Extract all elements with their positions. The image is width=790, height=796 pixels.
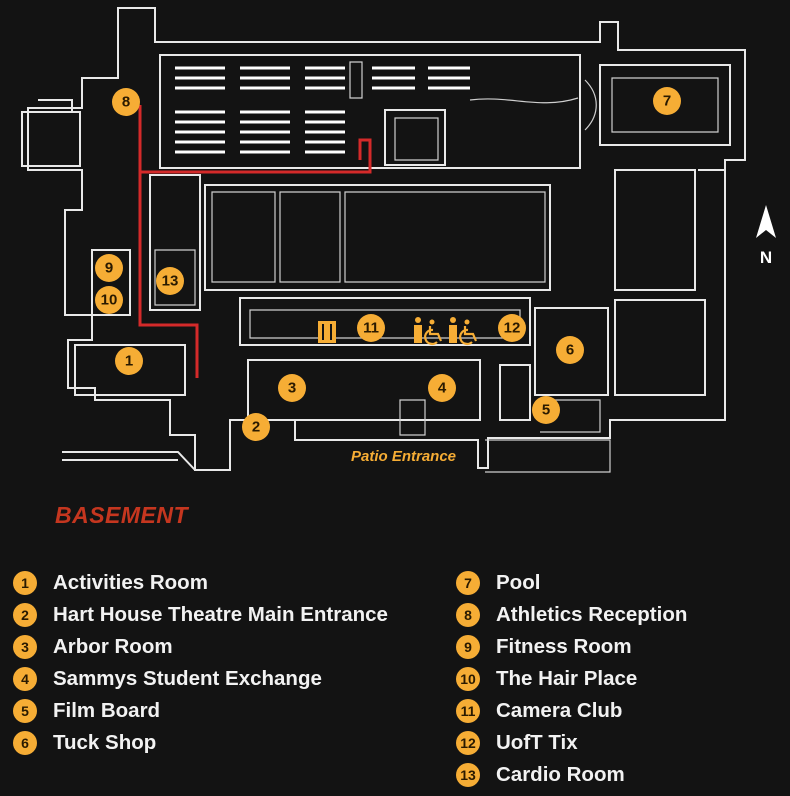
legend-number-badge: 1	[13, 571, 37, 595]
legend-label: Pool	[496, 571, 541, 594]
legend-item[interactable]: 12 UofT Tix	[456, 727, 687, 759]
map-marker-6[interactable]: 6	[556, 336, 584, 364]
legend-label: Tuck Shop	[53, 731, 157, 754]
map-marker-8[interactable]: 8	[112, 88, 140, 116]
svg-text:12: 12	[504, 320, 521, 337]
legend-item[interactable]: 10 The Hair Place	[456, 663, 687, 695]
legend-label: The Hair Place	[496, 667, 638, 690]
legend-number-badge: 4	[13, 667, 37, 691]
legend-number-badge: 13	[456, 763, 480, 787]
legend-label: Fitness Room	[496, 635, 632, 658]
svg-text:1: 1	[125, 353, 133, 370]
accessible-washroom-icon	[414, 317, 478, 345]
legend-label: Camera Club	[496, 699, 623, 722]
svg-text:10: 10	[101, 292, 118, 309]
legend-number-badge: 9	[456, 635, 480, 659]
legend-label: Film Board	[53, 699, 161, 722]
legend-label: Arbor Room	[53, 635, 173, 658]
legend-item[interactable]: 9 Fitness Room	[456, 631, 687, 663]
legend-number-badge: 5	[13, 699, 37, 723]
patio-entrance-label: Patio Entrance	[351, 448, 456, 465]
legend-left-column: 1 Activities Room 2 Hart House Theatre Mai…	[13, 567, 388, 759]
north-arrow-icon: N	[756, 205, 776, 267]
svg-text:7: 7	[663, 93, 671, 110]
svg-text:11: 11	[363, 320, 379, 337]
map-marker-7[interactable]: 7	[653, 87, 681, 115]
legend-label: Sammys Student Exchange	[53, 667, 322, 690]
legend-item[interactable]: 4 Sammys Student Exchange	[13, 663, 388, 695]
legend-item[interactable]: 2 Hart House Theatre Main Entrance	[13, 599, 388, 631]
legend-item[interactable]: 1 Activities Room	[13, 567, 388, 599]
svg-text:6: 6	[566, 342, 574, 359]
legend-number-badge: 2	[13, 603, 37, 627]
map-marker-1[interactable]: 1	[115, 347, 143, 375]
svg-text:4: 4	[438, 380, 447, 397]
legend-number-badge: 3	[13, 635, 37, 659]
legend-item[interactable]: 8 Athletics Reception	[456, 599, 687, 631]
accessible-route	[138, 105, 372, 378]
legend-item[interactable]: 13 Cardio Room	[456, 759, 687, 791]
legend-number-badge: 8	[456, 603, 480, 627]
legend-item[interactable]: 3 Arbor Room	[13, 631, 388, 663]
legend-label: Activities Room	[53, 571, 208, 594]
north-label: N	[760, 248, 772, 267]
svg-text:5: 5	[542, 402, 550, 419]
svg-text:8: 8	[122, 94, 130, 111]
elevator-icon	[318, 321, 336, 343]
legend-label: Cardio Room	[496, 763, 625, 786]
svg-text:13: 13	[162, 273, 179, 290]
legend-number-badge: 11	[456, 699, 480, 723]
map-marker-12[interactable]: 12	[498, 314, 526, 342]
map-marker-4[interactable]: 4	[428, 374, 456, 402]
map-marker-5[interactable]: 5	[532, 396, 560, 424]
map-marker-10[interactable]: 10	[95, 286, 123, 314]
floor-plan-map: N Patio Entrance 1 2 3 4 5 6 7 8 9 10 11…	[21, 7, 776, 473]
map-marker-9[interactable]: 9	[95, 254, 123, 282]
legend-item[interactable]: 11 Camera Club	[456, 695, 687, 727]
map-marker-11[interactable]: 11	[357, 314, 385, 342]
legend-number-badge: 6	[13, 731, 37, 755]
section-title: BASEMENT	[55, 502, 189, 528]
svg-text:3: 3	[288, 380, 296, 397]
legend-item[interactable]: 6 Tuck Shop	[13, 727, 388, 759]
legend-label: UofT Tix	[496, 731, 578, 754]
svg-text:9: 9	[105, 260, 113, 277]
legend-item[interactable]: 7 Pool	[456, 567, 687, 599]
map-marker-13[interactable]: 13	[156, 267, 184, 295]
map-marker-2[interactable]: 2	[242, 413, 270, 441]
legend-label: Hart House Theatre Main Entrance	[53, 603, 388, 626]
legend-right-column: 7 Pool 8 Athletics Reception 9 Fitness Room…	[456, 567, 687, 791]
auditorium-seating	[175, 66, 597, 154]
legend-item[interactable]: 5 Film Board	[13, 695, 388, 727]
building-walls	[21, 7, 746, 473]
map-marker-3[interactable]: 3	[278, 374, 306, 402]
legend-label: Athletics Reception	[496, 603, 688, 626]
legend-number-badge: 7	[456, 571, 480, 595]
legend-number-badge: 12	[456, 731, 480, 755]
svg-text:2: 2	[252, 419, 260, 436]
legend-number-badge: 10	[456, 667, 480, 691]
